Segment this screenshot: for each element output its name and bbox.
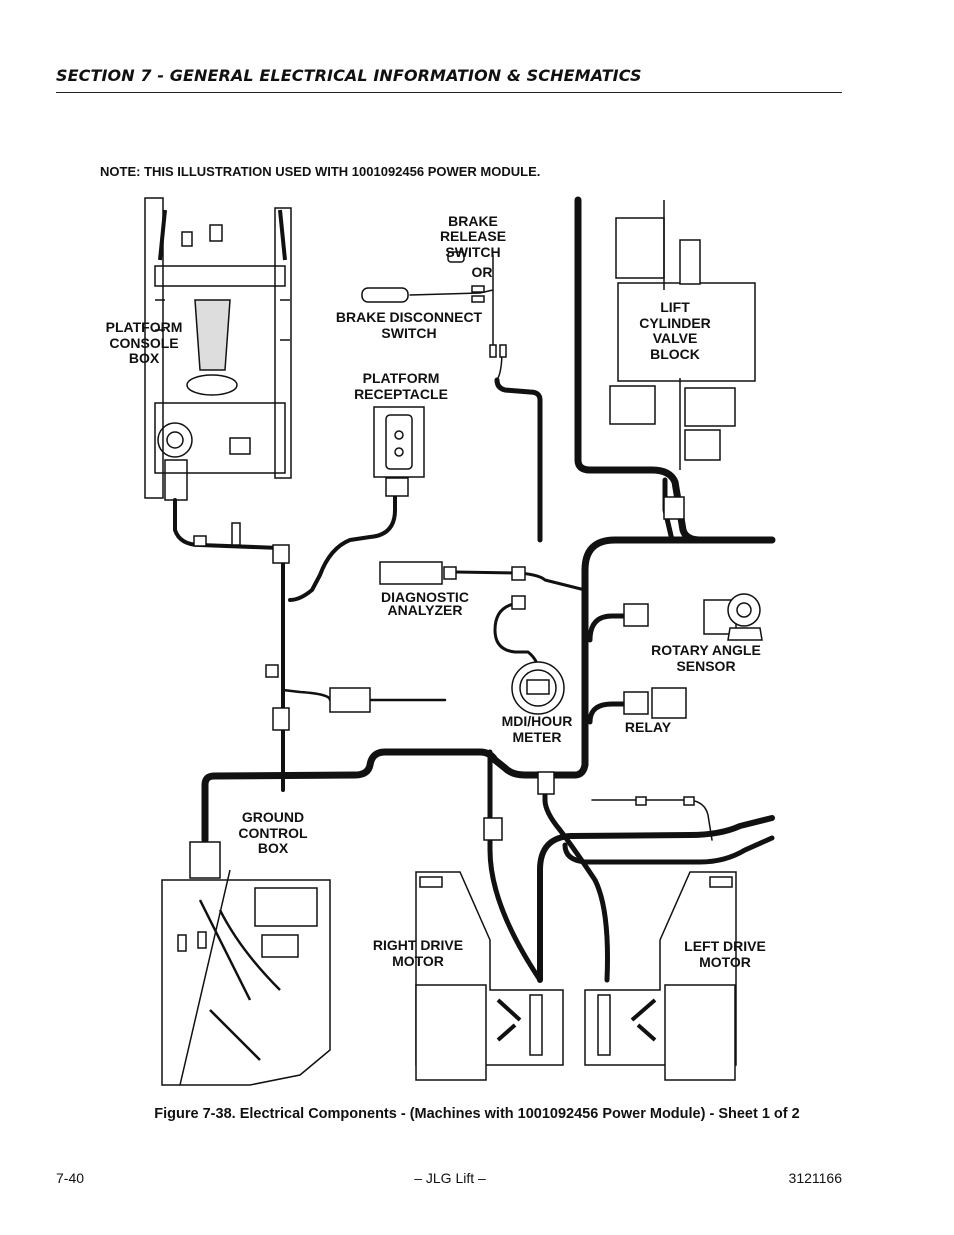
relay-drawing [623, 687, 687, 719]
harness-rotary [587, 613, 633, 643]
diagnostic-analyzer-drawing [379, 561, 526, 610]
platform-receptacle-drawing [373, 406, 425, 497]
label-mdi-hour-meter: MDI/HOUR METER [501, 713, 573, 745]
label-brake-release-switch: BRAKE RELEASE SWITCH [434, 198, 512, 260]
label-relay: RELAY [624, 719, 672, 735]
label-ground-control-box: GROUND CONTROL BOX [238, 809, 308, 856]
harness-mdi [493, 601, 540, 672]
harness-cross-2 [562, 835, 775, 865]
brake-switch-drawings [361, 251, 507, 358]
rotary-angle-sensor-drawing [623, 593, 763, 641]
harness-branch-valve [574, 196, 704, 544]
label-platform-receptacle: PLATFORM RECEPTACLE [354, 370, 448, 402]
harness-branch-lift [494, 377, 543, 543]
section-title: SECTION 7 - GENERAL ELECTRICAL INFORMATI… [56, 66, 642, 85]
label-left-drive-motor: LEFT DRIVE MOTOR [684, 938, 766, 970]
footer-page-number: 7-40 [56, 1170, 85, 1186]
mdi-hour-meter-drawing [511, 661, 565, 715]
label-or: OR [471, 264, 493, 280]
harness-to-left-motor [542, 772, 610, 983]
label-brake-disconnect-switch: BRAKE DISCONNECT SWITCH [335, 309, 483, 341]
harness-connectors [193, 522, 695, 841]
harness-relay [587, 701, 633, 725]
harness-to-right-motor [487, 749, 543, 983]
figure-caption: Figure 7-38. Electrical Components - (Ma… [154, 1106, 800, 1122]
left-drive-motor-drawing [584, 871, 737, 1081]
label-brake-release-switch-text: BRAKE RELEASE SWITCH [439, 212, 507, 260]
harness-cross-1 [537, 815, 775, 983]
harness-console [173, 498, 285, 792]
label-rotary-angle-sensor: ROTARY ANGLE SENSOR [651, 642, 761, 674]
harness-receptacle [288, 493, 397, 602]
label-right-drive-motor: RIGHT DRIVE MOTOR [372, 937, 464, 969]
ground-control-box-drawing [161, 841, 331, 1086]
platform-console-box-drawing [144, 197, 292, 501]
right-drive-motor-drawing [415, 871, 564, 1081]
label-lift-cylinder-valve-block: LIFT CYLINDER VALVE BLOCK [639, 299, 711, 362]
label-platform-console-box: PLATFORM CONSOLE BOX [105, 319, 183, 366]
footer-center: – JLG Lift – [414, 1170, 486, 1186]
lift-cylinder-valve-block-drawing [609, 200, 756, 520]
label-diagnostic-analyzer: DIAGNOSTIC ANALYZER [381, 589, 469, 618]
section-header: SECTION 7 - GENERAL ELECTRICAL INFORMATI… [56, 64, 842, 93]
footer-doc-number: 3121166 [788, 1170, 842, 1186]
illustration-note: NOTE: THIS ILLUSTRATION USED WITH 100109… [100, 164, 541, 179]
